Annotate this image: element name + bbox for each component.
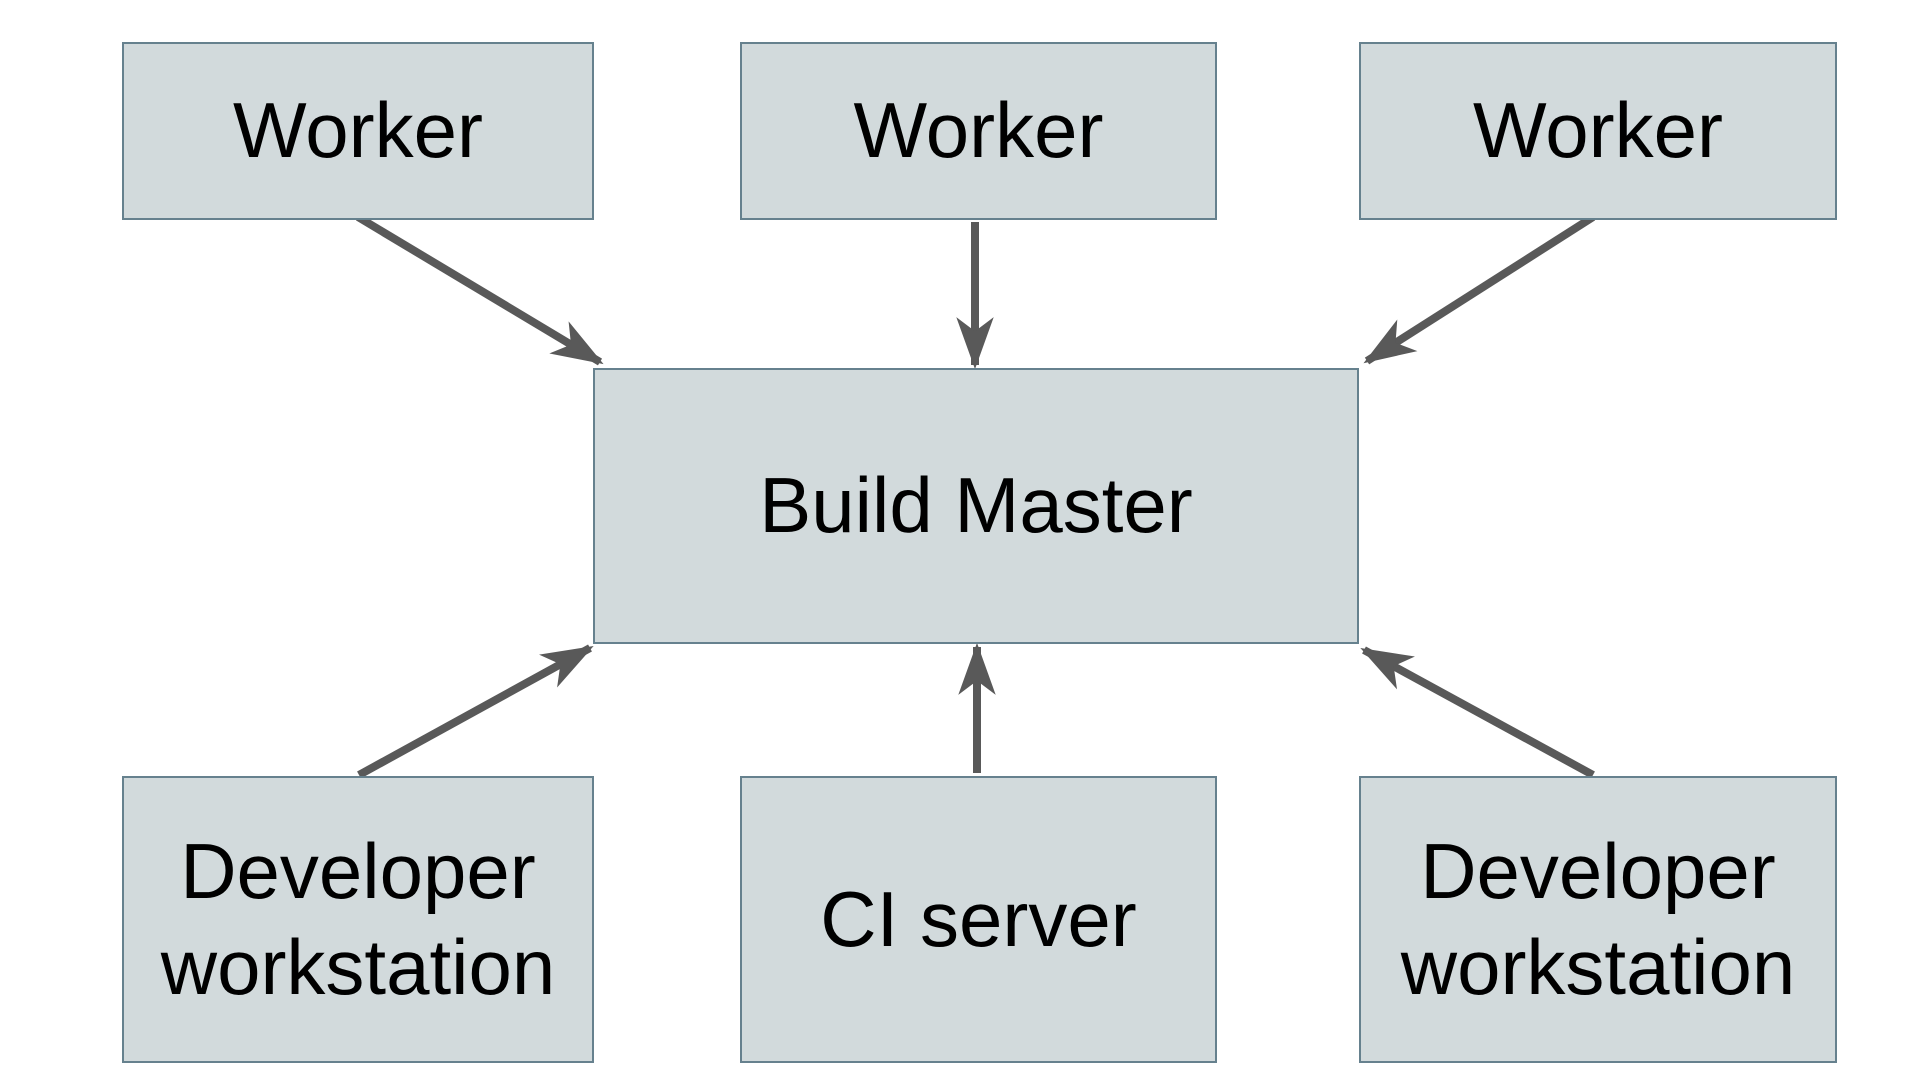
arrow-worker-1-to-build-master (355, 213, 604, 366)
node-label: Worker (1473, 86, 1723, 175)
node-worker-2: Worker (740, 42, 1217, 220)
node-developer-workstation-1: Developer workstation (122, 776, 594, 1063)
arrow-developer-workstation-2-to-build-master (1360, 646, 1595, 779)
node-label: Worker (233, 86, 483, 175)
node-label: Worker (853, 86, 1104, 175)
node-label: CI server (820, 874, 1137, 963)
node-label: Developer workstation (1400, 827, 1796, 1011)
node-worker-1: Worker (122, 42, 594, 220)
node-developer-workstation-2: Developer workstation (1359, 776, 1837, 1063)
arrow-worker-3-to-build-master (1363, 213, 1596, 365)
node-label: Developer workstation (160, 827, 556, 1011)
node-worker-3: Worker (1359, 42, 1837, 220)
node-ci-server: CI server (740, 776, 1217, 1063)
arrow-developer-workstation-1-to-build-master (357, 644, 594, 779)
node-label: Build Master (759, 461, 1193, 550)
node-build-master: Build Master (593, 368, 1359, 644)
